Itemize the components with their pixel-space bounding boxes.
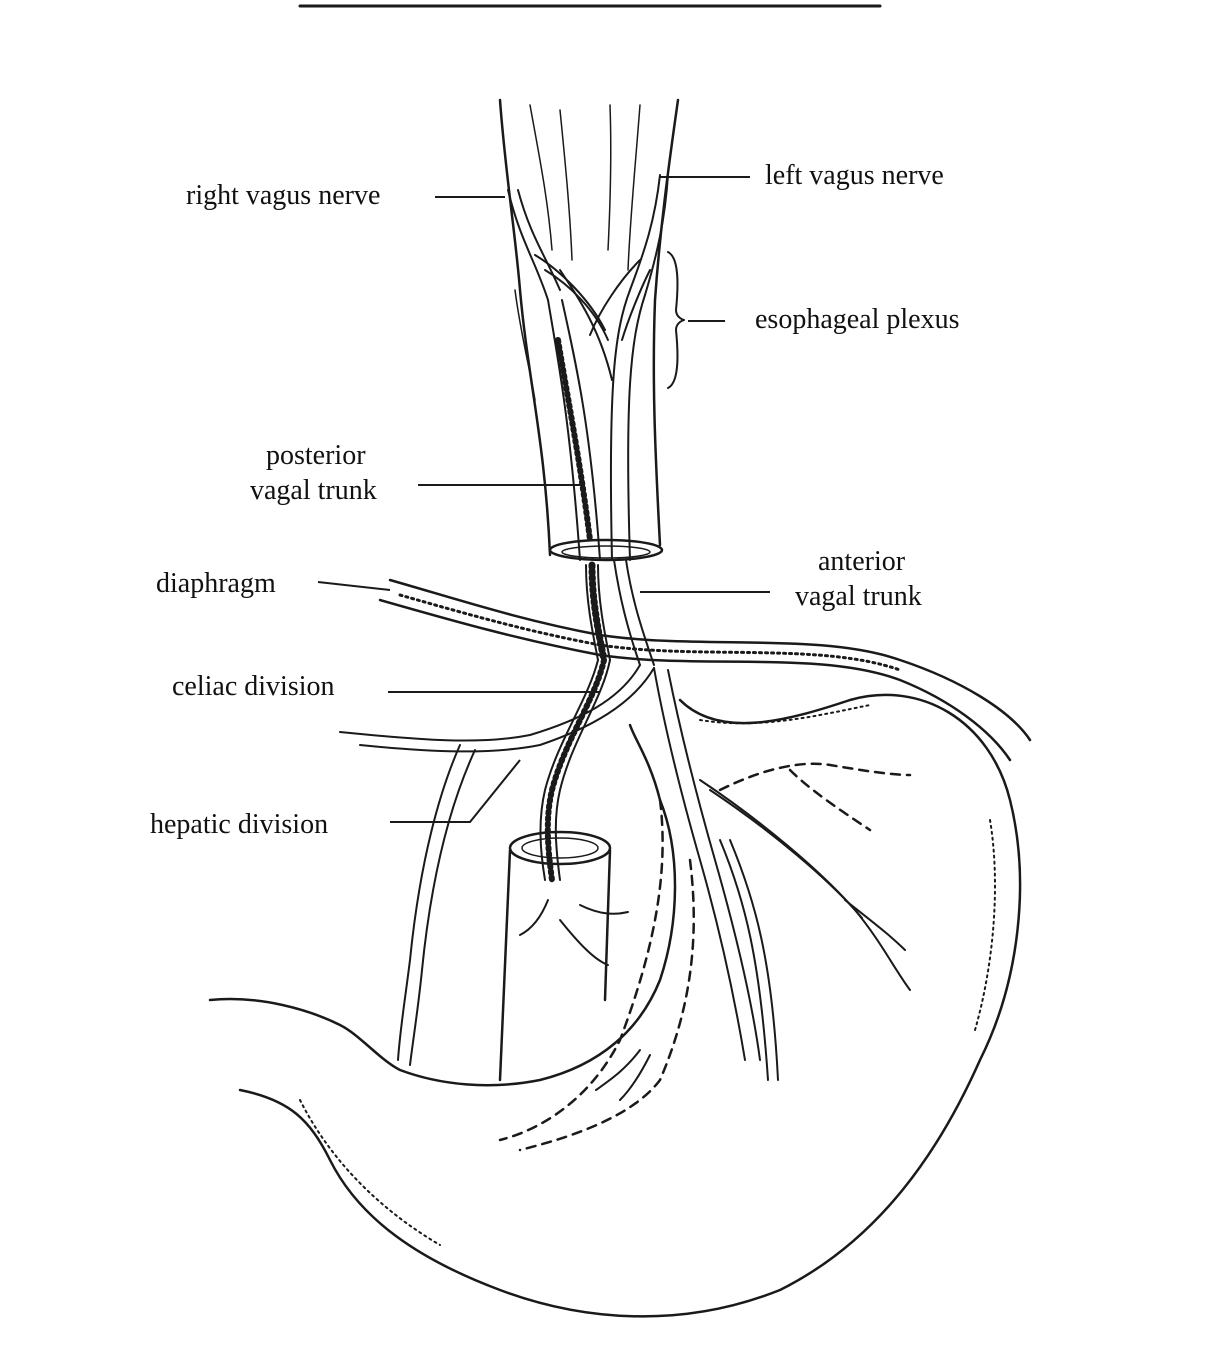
label-anterior-vagal-trunk-line1: anterior [818,546,906,577]
label-celiac-division: celiac division [172,671,335,702]
label-hepatic-division: hepatic division [150,809,328,840]
celiac-and-hepatic-branches [339,657,655,1066]
anterior-gastric-branches [498,667,912,1152]
label-diaphragm: diaphragm [156,568,276,599]
labels: right vagus nerve left vagus nerve esoph… [150,160,960,840]
label-posterior-vagal-trunk-line2: vagal trunk [250,475,377,506]
label-esophageal-plexus: esophageal plexus [755,304,960,335]
label-anterior-vagal-trunk-line2: vagal trunk [795,581,922,612]
right-vagus-nerve-drawing [507,189,613,561]
stomach-outline [208,693,1022,1318]
vagal-trunks [585,559,655,666]
aorta-vessel [498,830,629,1082]
esophageal-plexus-brace [667,251,685,389]
label-left-vagus-nerve: left vagus nerve [765,160,944,191]
diaphragm-drawing [378,578,1032,762]
left-vagus-nerve-drawing [589,174,669,561]
label-posterior-vagal-trunk-line1: posterior [266,440,366,471]
esophagus [498,98,680,562]
label-right-vagus-nerve: right vagus nerve [186,180,380,211]
label-leaders [317,176,770,823]
